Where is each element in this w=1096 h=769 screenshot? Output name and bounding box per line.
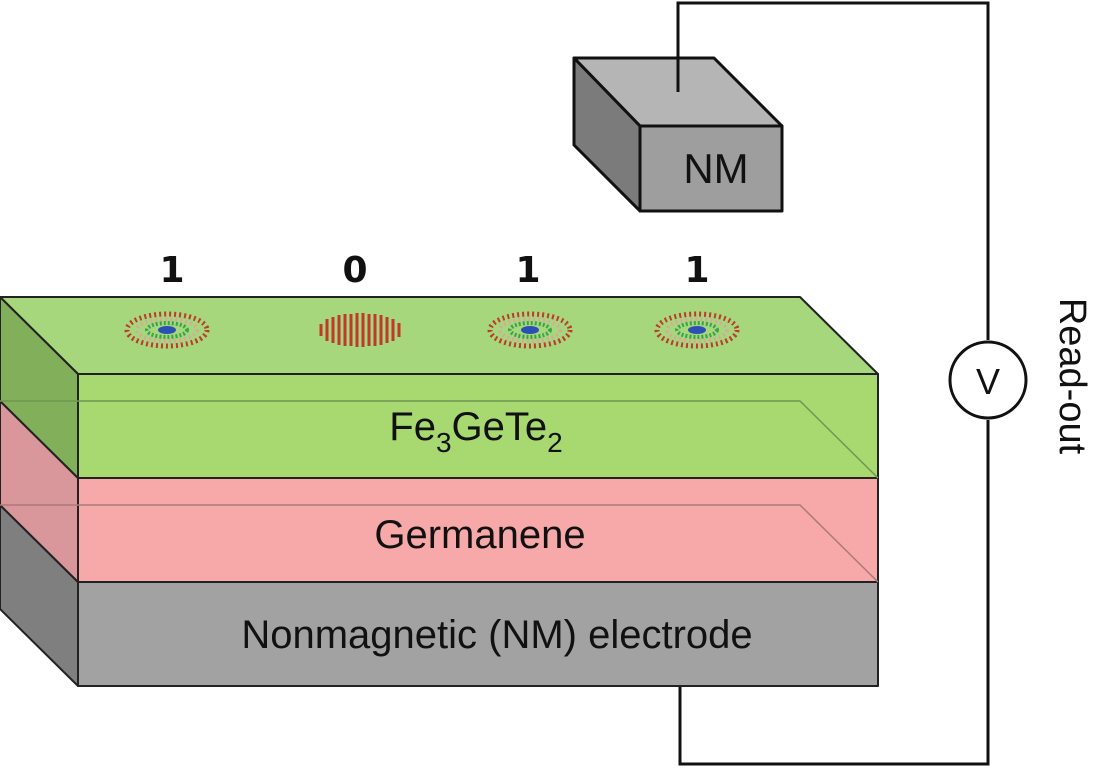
layer-stack — [0, 296, 879, 687]
voltmeter: V — [948, 340, 1028, 420]
bit-label: 0 — [342, 250, 367, 291]
nm-block-label: NM — [683, 145, 748, 192]
voltmeter-symbol: V — [976, 361, 1000, 402]
fgt-layer-label: Fe3GeTe2 — [389, 405, 562, 458]
bit-label: 1 — [684, 250, 709, 291]
bit-label: 1 — [515, 250, 540, 291]
bit-label: 1 — [159, 250, 184, 291]
germanene-layer-label: Germanene — [374, 513, 585, 557]
fgt-front — [77, 373, 879, 479]
readout-label: Read-out — [1051, 298, 1093, 455]
electrode-layer-label: Nonmagnetic (NM) electrode — [241, 613, 752, 657]
fgt-top-surface — [0, 296, 879, 375]
